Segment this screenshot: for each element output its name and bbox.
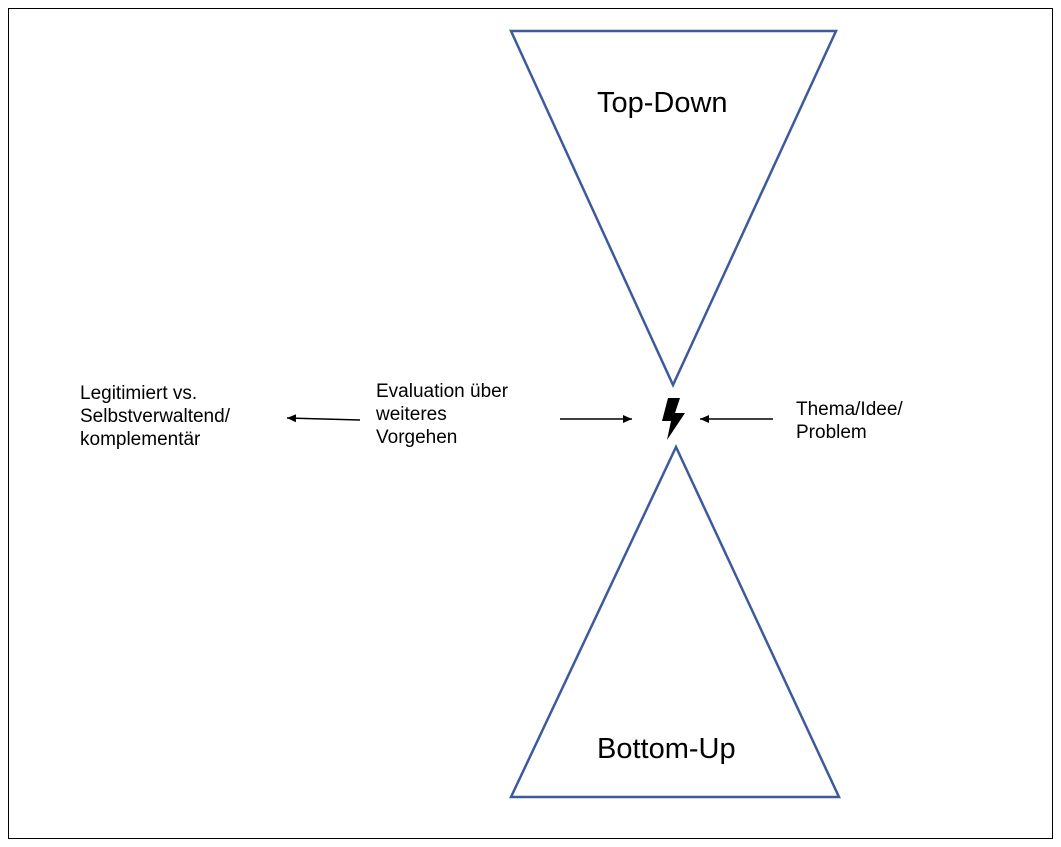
diagram-frame xyxy=(8,8,1053,839)
left-text-line: Selbstverwaltend/ xyxy=(80,406,230,427)
right-text-block: Thema/Idee/ Problem xyxy=(796,398,903,444)
center-text-line: weiteres xyxy=(376,404,447,425)
top-down-triangle xyxy=(509,29,838,388)
lightning-bolt-icon xyxy=(662,398,685,440)
bottom-up-triangle xyxy=(509,444,841,799)
center-text-block: Evaluation über weiteres Vorgehen xyxy=(376,380,508,449)
center-text-line: Evaluation über xyxy=(376,381,509,402)
right-text-line: Problem xyxy=(796,422,867,443)
top-down-label: Top-Down xyxy=(597,87,728,119)
right-text-line: Thema/Idee/ xyxy=(796,399,903,420)
arrow-to-left-text xyxy=(286,414,361,423)
center-text-line: Vorgehen xyxy=(376,427,458,448)
left-text-line: Legitimiert vs. xyxy=(80,383,198,404)
bottom-up-label: Bottom-Up xyxy=(597,733,736,765)
left-text-block: Legitimiert vs. Selbstverwaltend/ komple… xyxy=(80,382,230,451)
left-text-line: komplementär xyxy=(80,429,201,450)
